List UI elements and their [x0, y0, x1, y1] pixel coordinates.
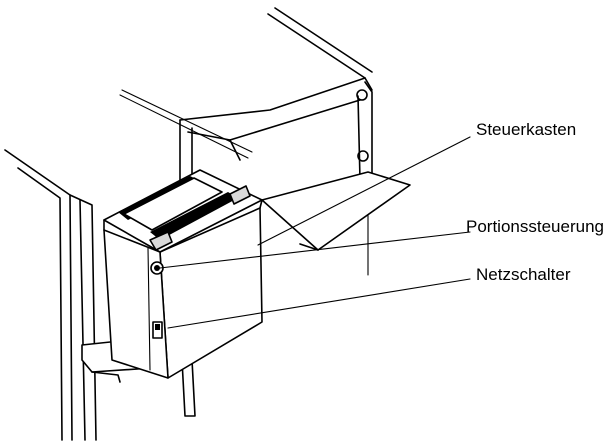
leader-line-netzschalter [167, 278, 471, 329]
leader-line-portionssteuerung [159, 231, 471, 269]
leader-lines [159, 136, 471, 329]
control-box [103, 169, 263, 379]
label-netzschalter: Netzschalter [476, 265, 571, 284]
left-frame [4, 149, 97, 441]
label-portionssteuerung: Portionssteuerung [466, 217, 604, 236]
label-steuerkasten: Steuerkasten [476, 120, 576, 139]
leader-line-steuerkasten [257, 136, 471, 246]
machine-frame [119, 7, 411, 417]
power-switch [152, 321, 163, 339]
